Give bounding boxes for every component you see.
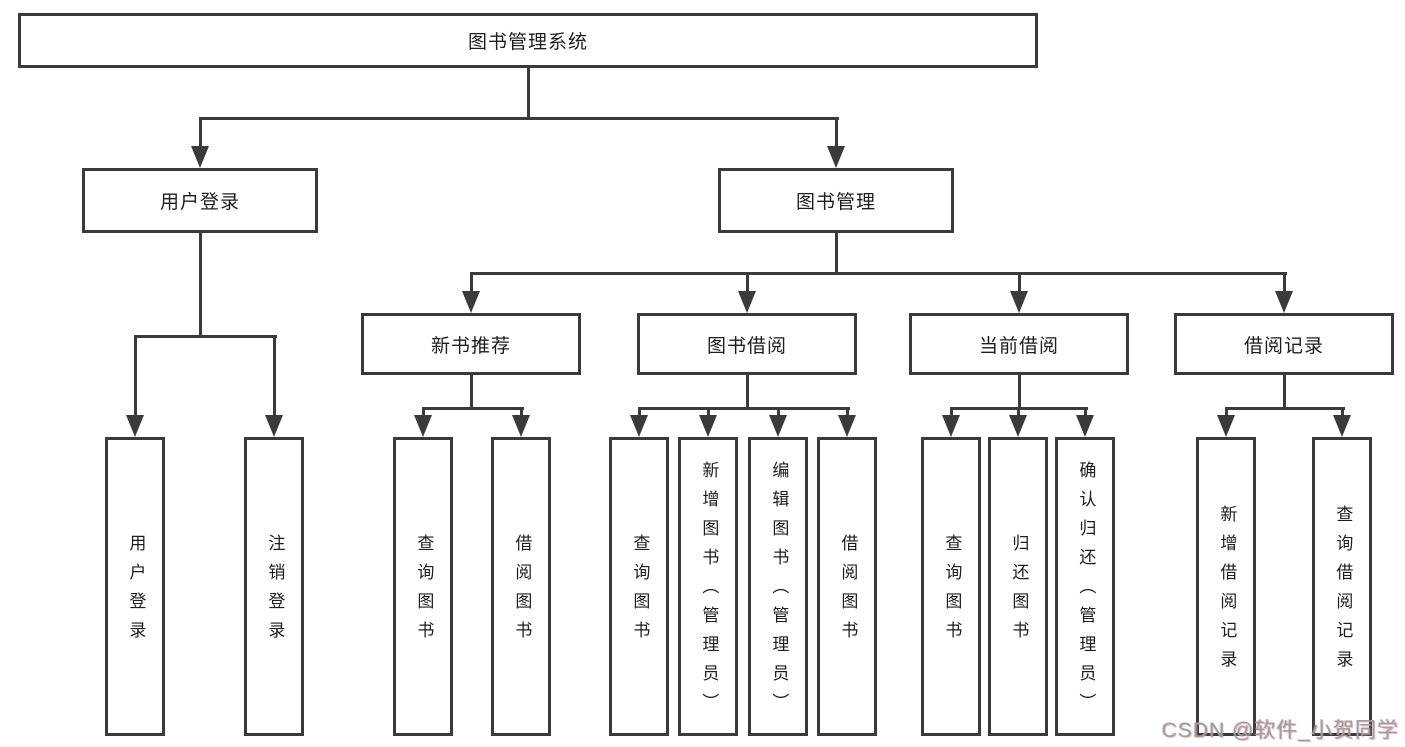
node-label: 图书管理系统 [467, 32, 588, 53]
node-label: 借阅图书 [512, 533, 532, 650]
node-leaf-query-borrow-record: 查询借阅记录 [1312, 437, 1372, 736]
node-leaf-borrow-books-borrow: 借阅图书 [817, 437, 877, 736]
arrow-down-icon [738, 291, 756, 313]
arrow-down-icon [769, 415, 787, 437]
node-label: 图书借阅 [706, 335, 787, 357]
connector-leaf [520, 408, 523, 416]
node-label: 新书推荐 [430, 335, 511, 357]
connector-to-book-mgmt [835, 118, 838, 147]
arrow-down-icon [630, 415, 648, 437]
node-leaf-query-books-newbooks: 查询图书 [393, 437, 453, 736]
node-leaf-logout: 注销登录 [244, 437, 304, 736]
arrow-down-icon [462, 291, 480, 313]
node-label: 当前借阅 [978, 335, 1059, 357]
node-current-borrow: 当前借阅 [909, 313, 1129, 375]
connector-leaf [950, 408, 953, 416]
connector-book-borrow-split [638, 407, 850, 410]
node-label: 新增图书（管理员） [699, 461, 719, 722]
connector-book-mgmt-trunk [835, 233, 838, 273]
arrow-down-icon [414, 415, 432, 437]
node-leaf-confirm-return-admin: 确认归还（管理员） [1055, 437, 1115, 736]
arrow-down-icon [838, 415, 856, 437]
arrow-down-icon [191, 146, 209, 168]
node-label: 用户登录 [126, 533, 146, 650]
connector-user-login-split [134, 335, 277, 338]
connector-leaf [707, 408, 710, 416]
connector-new-books-split [422, 407, 524, 410]
node-leaf-edit-books-admin: 编辑图书（管理员） [748, 437, 808, 736]
connector-leaf [846, 408, 849, 416]
node-leaf-add-borrow-record: 新增借阅记录 [1196, 437, 1256, 736]
connector-leaf [1017, 408, 1020, 416]
connector-current-borrow-trunk [1018, 375, 1021, 408]
arrow-down-icon [1333, 415, 1351, 437]
connector-borrow-records-trunk [1283, 375, 1286, 408]
connector-leaf [777, 408, 780, 416]
arrow-down-icon [1217, 415, 1235, 437]
arrow-down-icon [1076, 415, 1094, 437]
node-leaf-add-books-admin: 新增图书（管理员） [678, 437, 738, 736]
arrow-down-icon [1010, 291, 1028, 313]
connector-to-leaf-logout [273, 336, 276, 416]
node-label: 编辑图书（管理员） [769, 461, 789, 722]
arrow-down-icon [1275, 291, 1293, 313]
connector-leaf [638, 408, 641, 416]
connector-leaf [422, 408, 425, 416]
node-label: 借阅图书 [838, 533, 858, 650]
node-label: 确认归还（管理员） [1076, 461, 1096, 722]
node-leaf-user-login: 用户登录 [105, 437, 165, 736]
connector-new-books-trunk [470, 375, 473, 408]
arrow-down-icon [126, 415, 144, 437]
node-user-login: 用户登录 [82, 168, 318, 233]
node-label: 查询图书 [630, 533, 650, 650]
connector-to-new-books [470, 273, 473, 292]
connector-to-leaf-user-login [134, 336, 137, 416]
arrow-down-icon [699, 415, 717, 437]
connector-user-login-trunk [199, 233, 202, 336]
arrow-down-icon [827, 146, 845, 168]
arrow-down-icon [942, 415, 960, 437]
node-borrow-records: 借阅记录 [1174, 313, 1394, 375]
connector-to-borrow-records [1283, 273, 1286, 292]
node-leaf-query-books-borrow: 查询图书 [609, 437, 669, 736]
node-leaf-return-books: 归还图书 [988, 437, 1048, 736]
csdn-watermark: CSDN @软件_小贺同学 [1161, 719, 1399, 742]
connector-level3-split [470, 272, 1287, 275]
node-book-borrow: 图书借阅 [637, 313, 857, 375]
node-label: 注销登录 [265, 533, 285, 650]
arrow-down-icon [512, 415, 530, 437]
connector-to-book-borrow [746, 273, 749, 292]
connector-leaf [1225, 408, 1228, 416]
node-label: 借阅记录 [1243, 335, 1324, 357]
connector-leaf [1084, 408, 1087, 416]
connector-book-borrow-trunk [746, 375, 749, 408]
arrow-down-icon [265, 415, 283, 437]
node-root-library-system: 图书管理系统 [18, 13, 1038, 68]
connector-leaf [1341, 408, 1344, 416]
node-label: 归还图书 [1009, 533, 1029, 650]
connector-to-user-login [199, 118, 202, 147]
connector-root-trunk [527, 68, 530, 118]
node-label: 查询图书 [414, 533, 434, 650]
connector-borrow-records-split [1225, 407, 1345, 410]
arrow-down-icon [1009, 415, 1027, 437]
connector-level2-split [199, 117, 839, 120]
connector-to-current-borrow [1018, 273, 1021, 292]
node-leaf-borrow-books-newbooks: 借阅图书 [491, 437, 551, 736]
node-label: 新增借阅记录 [1217, 504, 1237, 679]
node-label: 查询借阅记录 [1333, 504, 1353, 679]
node-label: 查询图书 [942, 533, 962, 650]
node-label: 图书管理 [795, 192, 876, 213]
node-new-books: 新书推荐 [361, 313, 581, 375]
node-label: 用户登录 [159, 192, 240, 213]
node-leaf-query-books-current: 查询图书 [921, 437, 981, 736]
node-book-mgmt: 图书管理 [718, 168, 954, 233]
